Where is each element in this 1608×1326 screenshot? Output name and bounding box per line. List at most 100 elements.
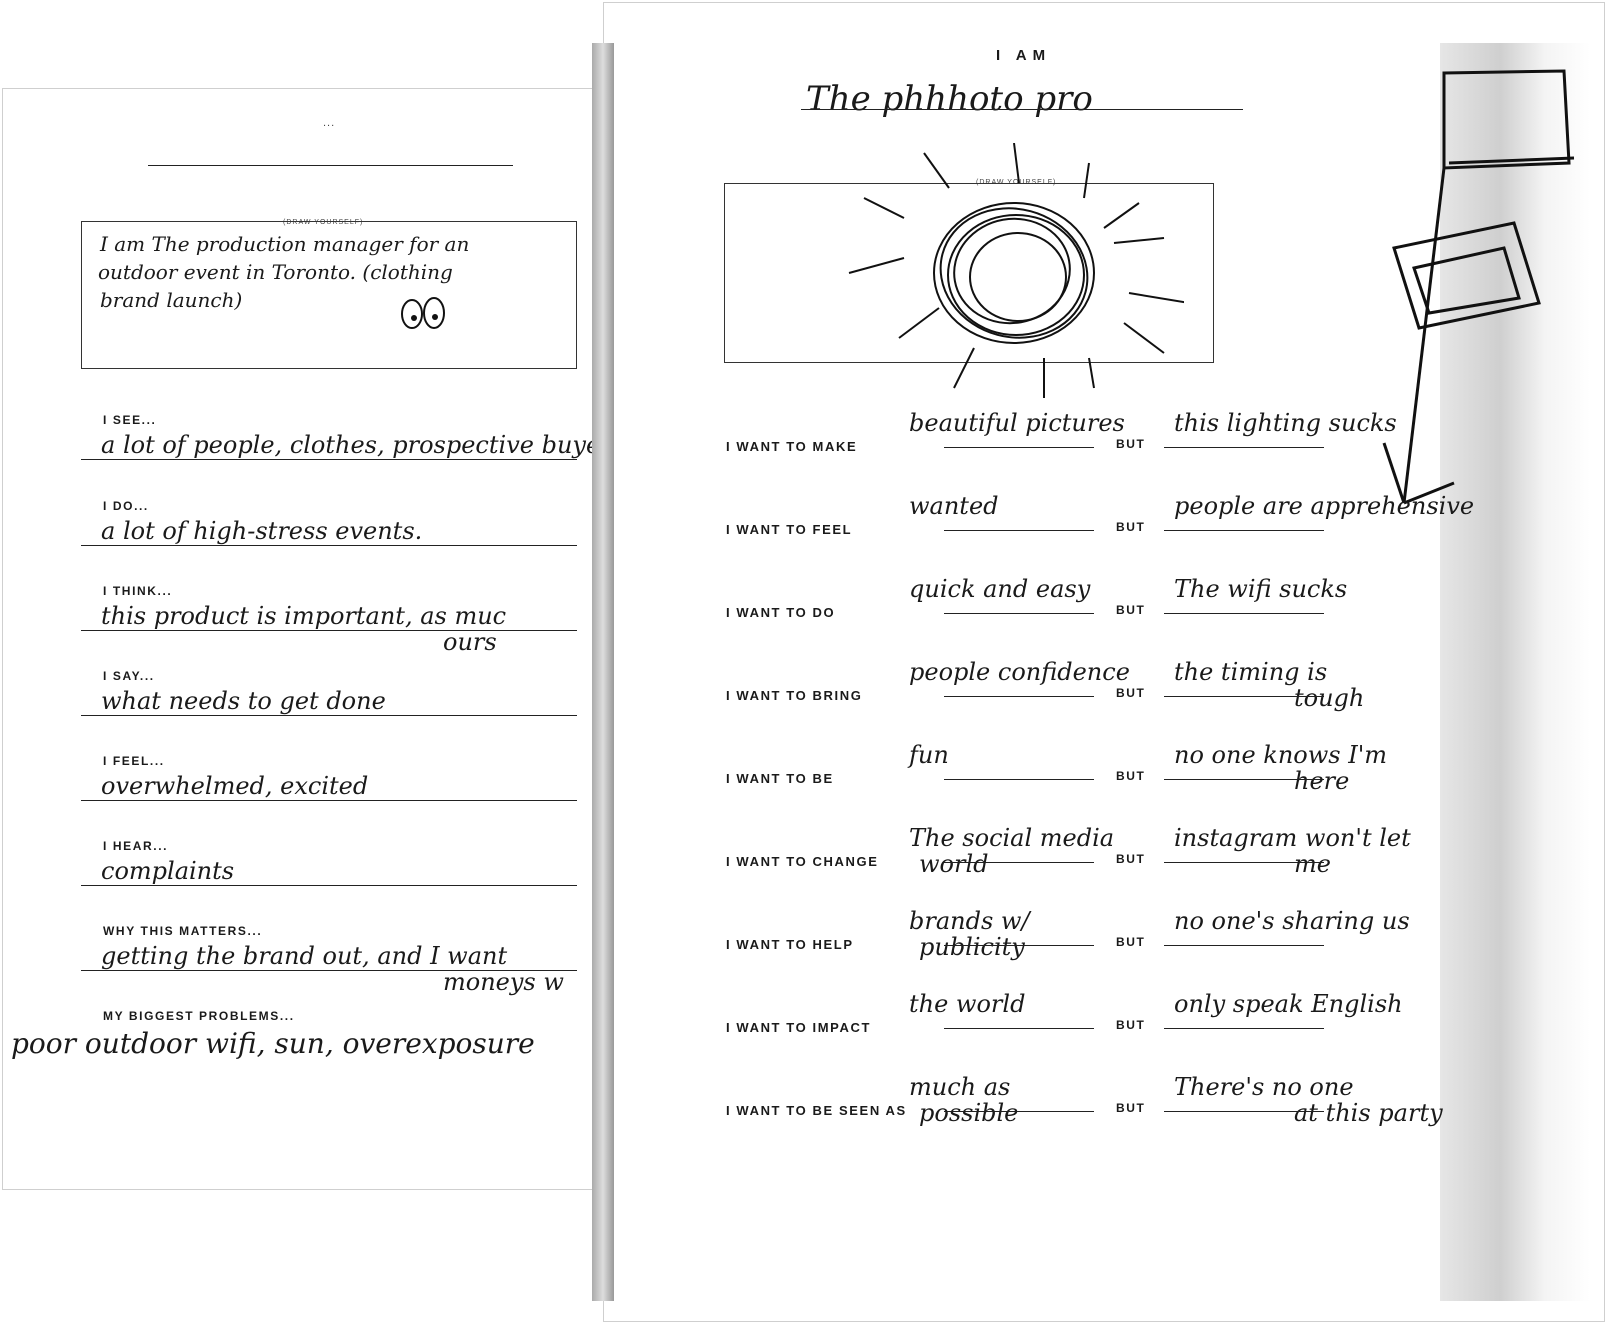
but-answer-line — [1164, 696, 1324, 697]
but-label: BUT — [1116, 603, 1146, 617]
but-label: BUT — [1116, 1101, 1146, 1115]
but-answer-text: at this party — [1294, 1099, 1443, 1127]
right-worksheet-page: I AM The phhhoto pro (DRAW YOURSELF) — [592, 2, 1605, 1322]
want-answer-text: quick and easy — [909, 575, 1091, 603]
want-answer-text: publicity — [919, 933, 1025, 961]
section-label: I THINK... — [103, 584, 173, 598]
section-answer-text: what needs to get done — [101, 687, 386, 715]
section-label: I DO... — [103, 499, 149, 513]
section-answer-text: getting the brand out, and I want — [101, 942, 508, 970]
section-label: I FEEL... — [103, 754, 165, 768]
draw-box-line-2: outdoor event in Toronto. (clothing — [98, 260, 453, 284]
want-answer-line — [944, 1111, 1094, 1112]
but-answer-line — [1164, 447, 1324, 448]
but-answer-text: me — [1294, 850, 1331, 878]
identity-line — [801, 109, 1243, 110]
but-answer-text: the timing is — [1174, 658, 1328, 686]
binding-shadow-left — [592, 43, 614, 1301]
section-label: MY BIGGEST PROBLEMS... — [103, 1009, 295, 1023]
but-label: BUT — [1116, 935, 1146, 949]
draw-yourself-label: (DRAW YOURSELF) — [283, 219, 364, 226]
but-answer-line — [1164, 945, 1324, 946]
section-label: WHY THIS MATTERS... — [103, 924, 263, 938]
but-label: BUT — [1116, 769, 1146, 783]
want-answer-text: wanted — [909, 492, 999, 520]
but-answer-text: There's no one — [1174, 1073, 1354, 1101]
want-answer-text: possible — [919, 1099, 1019, 1127]
name-line — [148, 165, 513, 166]
but-answer-text: no one knows I'm — [1174, 741, 1388, 769]
want-answer-text: fun — [909, 741, 949, 769]
section-answer-text: moneys w — [443, 968, 564, 996]
but-answer-text: The wifi sucks — [1174, 575, 1348, 603]
want-answer-line — [944, 530, 1094, 531]
want-answer-text: world — [919, 850, 989, 878]
want-row-label: I WANT TO BE — [726, 771, 834, 786]
section-label: I SEE... — [103, 413, 157, 427]
want-row-label: I WANT TO MAKE — [726, 439, 858, 454]
answer-line — [81, 885, 577, 886]
identity-text: The phhhoto pro — [806, 79, 1093, 119]
section-answer-text: complaints — [101, 857, 235, 885]
answer-line — [81, 715, 577, 716]
want-answer-text: brands w/ — [909, 907, 1030, 935]
answer-line — [81, 970, 577, 971]
want-row-label: I WANT TO FEEL — [726, 522, 853, 537]
section-label: I SAY... — [103, 669, 155, 683]
but-answer-line — [1164, 530, 1324, 531]
section-answer-text: poor outdoor wifi, sun, overexposure — [11, 1027, 535, 1060]
but-answer-line — [1164, 1028, 1324, 1029]
want-row-label: I WANT TO IMPACT — [726, 1020, 871, 1035]
draw-box-line-1: I am The production manager for an — [100, 232, 470, 256]
camera-arrow-doodle-icon — [1382, 69, 1575, 505]
but-label: BUT — [1116, 686, 1146, 700]
eyes-doodle-icon — [401, 297, 445, 329]
section-answer-text: overwhelmed, excited — [101, 772, 369, 800]
answer-line — [81, 800, 577, 801]
but-label: BUT — [1116, 520, 1146, 534]
binding-shadow-right — [1440, 43, 1590, 1301]
section-answer-text: ours — [443, 628, 497, 656]
but-answer-line — [1164, 613, 1324, 614]
answer-line — [81, 459, 577, 460]
want-answer-text: much as — [909, 1073, 1011, 1101]
section-label: I HEAR... — [103, 839, 169, 853]
draw-yourself-box: I am The production manager for an outdo… — [81, 221, 577, 369]
want-answer-text: The social media — [909, 824, 1115, 852]
want-answer-text: the world — [909, 990, 1026, 1018]
i-am-heading: I AM — [996, 47, 1052, 64]
want-row-label: I WANT TO HELP — [726, 937, 854, 952]
but-answer-text: here — [1294, 767, 1350, 795]
but-answer-text: tough — [1294, 684, 1365, 712]
want-answer-line — [944, 779, 1094, 780]
want-answer-line — [944, 447, 1094, 448]
want-answer-line — [944, 1028, 1094, 1029]
left-worksheet-page: ... (DRAW YOURSELF) I am The production … — [2, 88, 602, 1190]
sun-doodle-icon — [848, 143, 1184, 398]
draw-box-line-3: brand launch) — [100, 288, 243, 312]
but-label: BUT — [1116, 1018, 1146, 1032]
want-answer-text: beautiful pictures — [909, 409, 1125, 437]
want-answer-line — [944, 696, 1094, 697]
but-answer-text: this lighting sucks — [1174, 409, 1397, 437]
want-answer-text: people confidence — [909, 658, 1130, 686]
draw-yourself-box — [724, 183, 1214, 363]
but-answer-text: instagram won't let — [1174, 824, 1411, 852]
answer-line — [81, 545, 577, 546]
want-row-label: I WANT TO BRING — [726, 688, 863, 703]
page-dots: ... — [323, 117, 336, 129]
but-label: BUT — [1116, 437, 1146, 451]
want-answer-line — [944, 945, 1094, 946]
section-answer-text: a lot of people, clothes, prospective bu… — [101, 431, 602, 459]
want-row-label: I WANT TO DO — [726, 605, 836, 620]
but-answer-text: people are apprehensive — [1174, 492, 1475, 520]
but-label: BUT — [1116, 852, 1146, 866]
want-answer-line — [944, 613, 1094, 614]
want-answer-line — [944, 862, 1094, 863]
but-answer-text: only speak English — [1174, 990, 1403, 1018]
but-answer-text: no one's sharing us — [1174, 907, 1410, 935]
want-row-label: I WANT TO BE SEEN AS — [726, 1103, 907, 1118]
want-row-label: I WANT TO CHANGE — [726, 854, 879, 869]
section-answer-text: a lot of high-stress events. — [101, 517, 423, 545]
section-answer-text: this product is important, as muc — [101, 602, 507, 630]
